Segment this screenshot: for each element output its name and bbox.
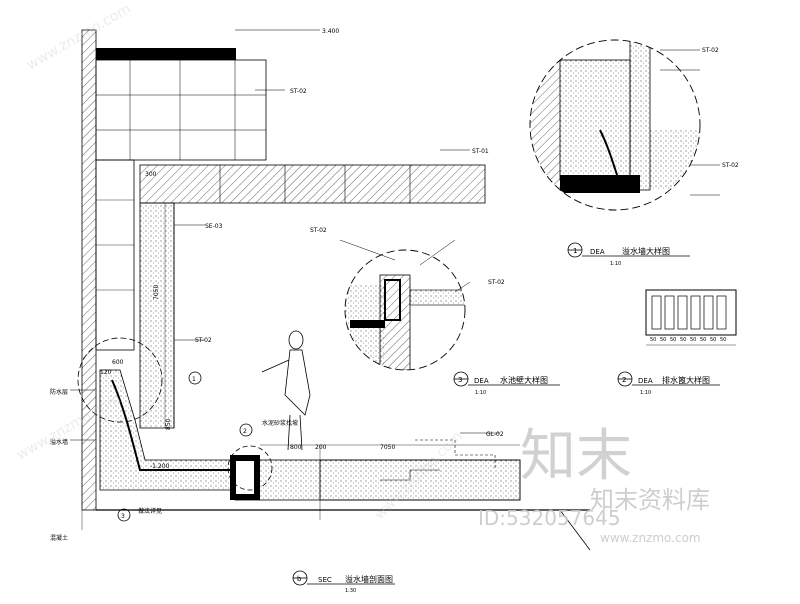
- dim-c-label: 7050: [153, 285, 160, 300]
- main-scale: 1:30: [345, 588, 356, 594]
- watermark-id: ID:532057645: [478, 506, 621, 530]
- circle-2-label: 2: [243, 428, 247, 435]
- dim-g-label: 120: [100, 369, 112, 376]
- detail-drain-grate: [645, 289, 737, 346]
- watermark-brand-full: 知末资料库: [590, 486, 710, 514]
- detail2-marker-letter: 3: [458, 376, 462, 384]
- watermark-url: www.znzmo.com: [600, 531, 701, 545]
- circle-1-label: 1: [192, 376, 196, 383]
- main-section: [70, 29, 591, 551]
- detail1-marker-code: DEA: [590, 248, 605, 256]
- grate-dim: 50: [720, 337, 726, 343]
- grate-dim: 50: [710, 337, 716, 343]
- overflow-wall: [139, 202, 175, 429]
- main-title: 溢水墙剖面图: [345, 574, 393, 584]
- detail2-title: 水池壁大样图: [500, 375, 548, 385]
- detail1-tag-1: ST-02: [702, 47, 719, 54]
- pool-note: 做法详见: [138, 507, 162, 515]
- grate-dim: 50: [650, 337, 656, 343]
- pool-basin: [99, 369, 236, 491]
- detail1-marker-letter: 1: [573, 247, 577, 255]
- detail-callout-2: [227, 445, 273, 491]
- detail3-scale: 1:10: [640, 390, 651, 396]
- lower-level-label: -1.200: [150, 463, 170, 470]
- grate-dim: 50: [670, 337, 676, 343]
- detail1-tag-2: ST-02: [722, 162, 739, 169]
- circle-3-label: 3: [121, 513, 125, 520]
- dim-b-label: 800: [290, 444, 302, 451]
- grate-dim: 50: [700, 337, 706, 343]
- person-figure: [261, 330, 311, 451]
- left-top-label: 防水层: [50, 388, 68, 396]
- detail1-title: 溢水墙大样图: [622, 246, 670, 256]
- titles: 1 DEA 溢水墙大样图 1:10 3 DEA 水池壁大样图 1:10 2 DE…: [297, 246, 710, 594]
- main-marker-letter: b: [297, 575, 302, 583]
- tag-5: SE-03: [205, 223, 223, 230]
- dim-e-label: 7050: [380, 444, 395, 451]
- grate-dim: 50: [680, 337, 686, 343]
- floor-slab: [234, 459, 521, 501]
- left-mid-label: 溢水墙: [50, 438, 68, 446]
- detail2-scale: 1:10: [475, 390, 486, 396]
- title-markers: [292, 242, 720, 586]
- tag-3: GL-02: [486, 431, 504, 438]
- tag-4: ST-01: [472, 148, 489, 155]
- detail-1: [529, 39, 720, 211]
- tag-1: ST-02: [290, 88, 307, 95]
- dim-h-label: 850: [165, 418, 172, 430]
- top-level-label: 3.400: [322, 28, 339, 35]
- mid-note-label: 水泥砂浆找坡: [262, 419, 298, 427]
- detail3-title: 排水篦大样图: [662, 375, 710, 385]
- cladding-strip: [95, 159, 135, 351]
- detail3-marker-code: DEA: [638, 377, 653, 385]
- labels: 3.400 -1.200 水泥砂浆找坡 300 800 7050 200 705…: [50, 28, 739, 542]
- ceiling-beam: [139, 164, 486, 204]
- roof-slab: [96, 48, 236, 60]
- upper-grid: [95, 59, 267, 161]
- grate-dim: 50: [660, 337, 666, 343]
- watermark-url-tile: www.znzmo.com: [24, 1, 134, 74]
- detail2-tag-1: ST-02: [310, 227, 327, 234]
- dim-d-label: 200: [315, 444, 327, 451]
- dim-f-label: 600: [112, 359, 124, 366]
- dim-a-label: 300: [145, 171, 157, 178]
- detail-callout-1: [77, 337, 163, 423]
- detail2-marker-code: DEA: [474, 377, 489, 385]
- detail1-scale: 1:10: [610, 261, 621, 267]
- grate-dim: 50: [690, 337, 696, 343]
- detail3-marker-letter: 2: [622, 376, 626, 384]
- left-wall: [81, 29, 97, 511]
- detail2-tag-2: ST-02: [488, 279, 505, 286]
- detail-3: [339, 239, 471, 371]
- watermark-brand: 知末: [520, 424, 632, 489]
- left-low-label: 混凝土: [50, 534, 68, 542]
- main-marker-code: SEC: [318, 576, 332, 584]
- tag-2: ST-02: [195, 337, 212, 344]
